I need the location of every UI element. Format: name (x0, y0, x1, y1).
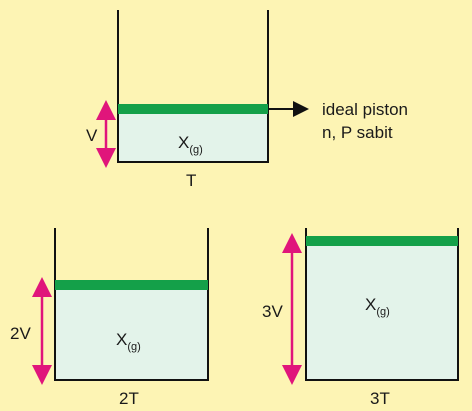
container-bottom-left: 2V X(g) 2T (10, 228, 209, 408)
annotation-line2: n, P sabit (322, 123, 393, 142)
piston-bottom-left (55, 280, 208, 290)
volume-label-top: V (86, 126, 98, 145)
gas-label-top: X(g) (178, 133, 203, 156)
volume-label-bottom-left: 2V (10, 324, 31, 343)
annotation-line1: ideal piston (322, 100, 408, 119)
piston-top (118, 104, 268, 114)
temperature-label-top: T (186, 171, 196, 190)
temperature-label-bottom-left: 2T (119, 389, 139, 408)
gas-region-bottom-left (55, 288, 208, 380)
volume-label-bottom-right: 3V (262, 302, 283, 321)
gas-region-bottom-right (306, 244, 458, 380)
gas-label-bottom-left: X(g) (116, 330, 141, 353)
gas-label-bottom-right: X(g) (365, 295, 390, 318)
gas-region-top (118, 112, 268, 162)
container-top: V X(g) T ideal piston n, P sabit (86, 10, 408, 190)
container-bottom-right: 3V X(g) 3T (262, 228, 459, 408)
temperature-label-bottom-right: 3T (370, 389, 390, 408)
piston-bottom-right (306, 236, 458, 246)
